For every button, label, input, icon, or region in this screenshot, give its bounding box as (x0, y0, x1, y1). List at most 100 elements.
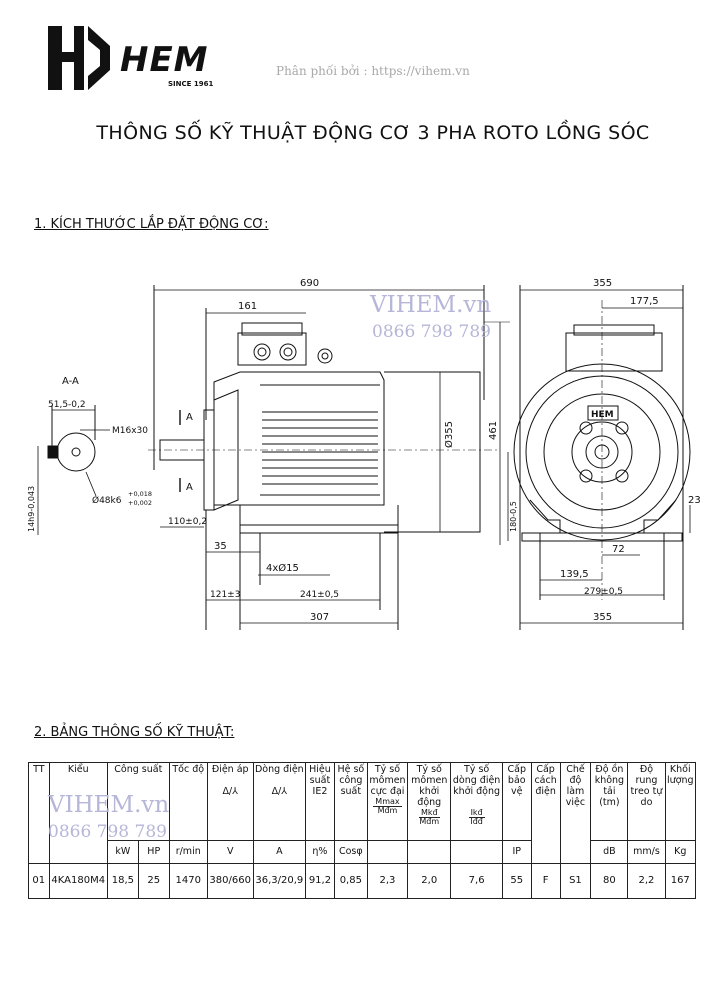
dim-461: 461 (488, 421, 499, 440)
unit-ip: IP (501, 840, 532, 864)
dim-355-bottom: 355 (593, 612, 612, 623)
dim-thread: M16x30 (112, 426, 148, 436)
spec-table: TT Kiểu Công suất Tốc độ Điện áp Δ/⅄ Dòng… (28, 762, 696, 899)
unit-a: A (252, 840, 307, 864)
cell-tt: 01 (28, 863, 50, 899)
unit-v: V (206, 840, 254, 864)
dim-shaft-tol-bot: +0,002 (128, 499, 152, 507)
cell-ip: 55 (501, 863, 532, 899)
brand-since: SINCE 1961 (168, 80, 214, 88)
th-speed: Tốc độ (168, 762, 208, 841)
th-vib: Độ rung treo tự do (627, 762, 666, 841)
th-weight: Khối lượng (664, 762, 696, 841)
unit-db: dB (590, 840, 629, 864)
hem-logo-mark (48, 26, 110, 90)
th-ip: Cấp bảo vệ (501, 762, 532, 841)
th-voltage: Điện áp Δ/⅄ (206, 762, 254, 841)
th-tmax-num: Mmax (373, 796, 402, 808)
cell-hp: 25 (137, 863, 170, 899)
watermark-phone: 0866 798 789 (372, 322, 491, 342)
dim-241: 241±0,5 (300, 590, 339, 600)
dim-23: 23 (688, 495, 701, 506)
dim-307: 307 (310, 612, 329, 623)
brand-name: HEM (120, 40, 209, 80)
cut-mark-top: A (186, 412, 193, 423)
unit-tmax-empty (366, 840, 409, 864)
watermark-name-table: VIHEM.vn (48, 792, 170, 818)
dim-72: 72 (612, 544, 625, 555)
unit-hp: HP (137, 840, 170, 864)
watermark-phone-table: 0866 798 789 (48, 822, 167, 842)
th-current-label: Dòng điện (254, 764, 304, 775)
th-duty: Chế độ làm việc (559, 762, 592, 864)
th-ins: Cấp cách điện (530, 762, 561, 864)
th-pf: Hệ số công suất (333, 762, 368, 841)
th-tst-num: Mkđ (418, 807, 440, 819)
page-title: THÔNG SỐ KỸ THUẬT ĐỘNG CƠ 3 PHA ROTO LỒN… (96, 122, 650, 144)
cell-kieu: 4KA180M4 (48, 863, 108, 899)
unit-kg: Kg (664, 840, 696, 864)
cell-vib: 2,2 (627, 863, 666, 899)
dim-355-top: 355 (593, 278, 612, 289)
th-tmax-den: Mđm (377, 806, 398, 816)
dim-161: 161 (238, 301, 257, 312)
unit-tst-empty (407, 840, 452, 864)
th-power: Công suất (106, 762, 170, 841)
cut-mark-bottom: A (186, 482, 193, 493)
dim-177-5: 177,5 (630, 296, 659, 307)
dim-35: 35 (214, 541, 227, 552)
dim-180: 180-0,5 (509, 501, 518, 532)
cell-ist: 7,6 (450, 863, 503, 899)
unit-pf: Cosφ (333, 840, 368, 864)
cell-db: 80 (590, 863, 629, 899)
unit-rpm: r/min (168, 840, 208, 864)
section-1-heading: 1. KÍCH THƯỚC LẮP ĐẶT ĐỘNG CƠ: (34, 217, 269, 232)
th-voltage-delta: Δ/⅄ (222, 785, 238, 797)
cell-kg: 167 (664, 863, 696, 899)
table-row: 01 4KA180M4 18,5 25 1470 380/660 36,3/20… (28, 863, 696, 899)
th-tst-label: Tỷ số mômen khởi động (411, 764, 448, 808)
cell-v: 380/660 (206, 863, 254, 899)
cell-ins: F (530, 863, 561, 899)
cell-duty: S1 (559, 863, 592, 899)
th-ist-num: Ikđ (468, 807, 485, 819)
cell-kw: 18,5 (106, 863, 139, 899)
th-voltage-label: Điện áp (211, 764, 249, 775)
dim-dia-355: Ø355 (443, 421, 455, 448)
dim-110: 110±0,2 (168, 517, 207, 527)
section-2-heading: 2. BẢNG THÔNG SỐ KỸ THUẬT: (34, 725, 235, 740)
dim-shaft-dia: Ø48k6 (92, 495, 122, 506)
cell-pf: 0,85 (333, 863, 368, 899)
th-tt: TT (28, 762, 50, 864)
th-eff: Hiệu suất IE2 (305, 762, 335, 841)
th-kieu: Kiểu (48, 762, 108, 864)
cell-rpm: 1470 (168, 863, 208, 899)
dim-139-5: 139,5 (560, 569, 589, 580)
cell-tmax: 2,3 (366, 863, 409, 899)
th-ist-label: Tỷ số dòng điện khởi động (452, 764, 501, 797)
dim-279: 279±0,5 (584, 587, 623, 597)
th-ist-den: Iđđ (470, 817, 483, 827)
dim-121: 121±3 (210, 590, 240, 600)
dim-shaft-tol-top: +0,018 (128, 490, 152, 498)
section-label: A-A (62, 376, 79, 387)
motor-dimension-drawing: A-A 51,5-0,2 M16x30 Ø48k6 +0,018 +0,002 … (27, 278, 701, 630)
unit-kw: kW (106, 840, 139, 864)
cell-tst: 2,0 (407, 863, 452, 899)
watermark-name: VIHEM.vn (370, 292, 492, 318)
distributor-text: Phân phối bởi : https://vihem.vn (276, 64, 470, 78)
cell-a: 36,3/20,9 (252, 863, 307, 899)
nameplate-brand: HEM (591, 410, 614, 420)
unit-eff: η% (305, 840, 335, 864)
th-current-delta: Δ/⅄ (271, 785, 288, 797)
th-tst-den: Mđm (419, 817, 440, 827)
unit-ist-empty (450, 840, 503, 864)
cell-eff: 91,2 (305, 863, 335, 899)
dim-51-5: 51,5-0,2 (48, 400, 86, 410)
unit-mms: mm/s (627, 840, 666, 864)
th-tmax-label: Tỷ số mômen cực đại (369, 764, 406, 797)
